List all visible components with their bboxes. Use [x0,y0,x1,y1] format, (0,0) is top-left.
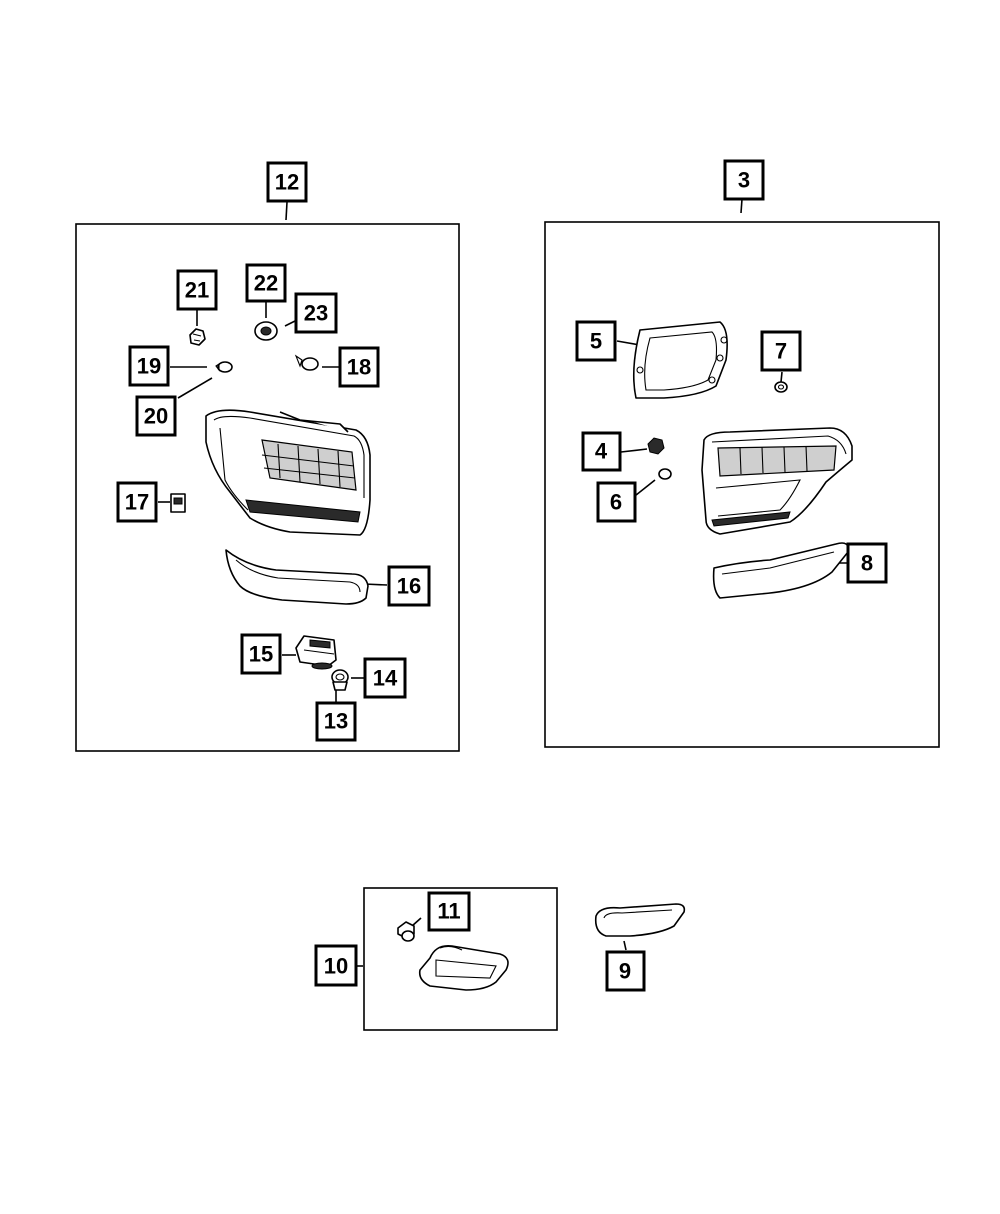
callout-16-label: 16 [397,574,421,599]
callout-14-label: 14 [373,666,398,691]
group-10-frame [363,887,558,1031]
bulb-18-icon [294,354,319,371]
callout-8-label: 8 [861,551,873,576]
reflector-9-icon [594,903,686,937]
trim-strip-16-icon [225,549,369,605]
callout-14: 14 [363,657,407,699]
callout-9-label: 9 [619,959,631,984]
callout-18: 18 [338,346,380,388]
tail-lamp-3-icon [701,427,853,535]
bulb-20-icon [215,361,233,373]
callout-8: 8 [846,542,888,584]
trim-strip-8-icon [712,542,850,599]
callout-16: 16 [387,565,431,607]
connector-17-icon [170,493,186,513]
callout-15: 15 [240,633,282,675]
callout-10: 10 [314,944,358,987]
callout-19: 19 [128,345,170,387]
callout-17: 17 [116,481,158,523]
bracket-5-icon [632,321,728,399]
callout-3-label: 3 [738,168,750,193]
leader-lines [158,198,849,967]
callout-10-label: 10 [324,954,348,979]
bulb-11-icon [397,921,415,942]
callout-5-label: 5 [590,329,602,354]
callout-4-label: 4 [595,439,608,464]
group-12-frame [75,223,460,752]
tail-lamp-12-icon [205,409,371,536]
callout-6-label: 6 [610,490,622,515]
callout-15-label: 15 [249,642,273,667]
callout-6: 6 [596,481,637,523]
callout-21-label: 21 [185,278,209,303]
callout-22-label: 22 [254,271,278,296]
callout-23-label: 23 [304,301,328,326]
callout-22: 22 [245,263,287,303]
group-3-frame [544,221,940,748]
callout-7-label: 7 [775,339,787,364]
socket-21-icon [189,328,206,346]
socket-4-icon [647,437,665,455]
callout-23: 23 [294,292,338,334]
callout-17-label: 17 [125,490,149,515]
callout-9: 9 [605,950,646,992]
callout-18-label: 18 [347,355,371,380]
callout-19-label: 19 [137,354,161,379]
callout-20-label: 20 [144,404,168,429]
callout-12-label: 12 [275,170,299,195]
callout-7: 7 [760,330,802,372]
connector-15-icon [295,635,337,670]
bulb-6-icon [658,468,672,480]
callout-13-label: 13 [324,709,348,734]
fastener-14-icon [331,669,349,691]
callout-11: 11 [427,891,471,932]
callout-20: 20 [135,395,177,437]
callout-11-label: 11 [437,899,460,924]
marker-lamp-10-icon [418,944,509,991]
callout-3: 3 [723,159,765,201]
callout-4: 4 [581,431,622,472]
callout-5: 5 [575,320,617,362]
callout-12: 12 [266,161,308,203]
callout-13: 13 [315,701,357,742]
socket-22-icon [254,321,278,341]
callout-21: 21 [176,269,218,311]
nut-7-icon [774,381,788,393]
